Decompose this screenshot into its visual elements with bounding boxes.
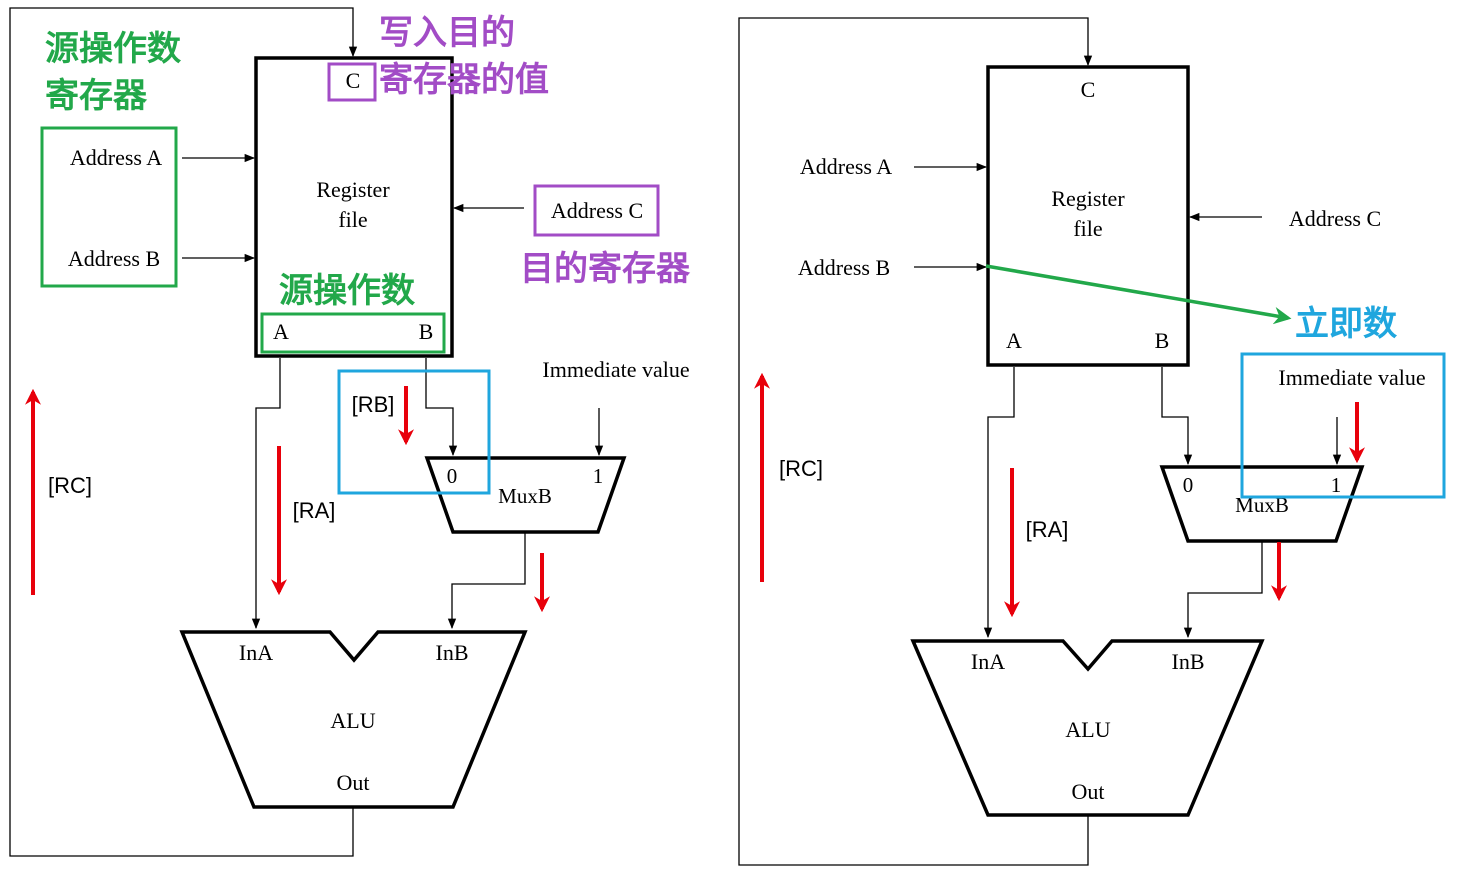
left-register-label-1: Register <box>316 177 390 202</box>
left-muxb <box>424 456 627 534</box>
left-note-src-reg-1: 源操作数 <box>45 29 181 69</box>
right-register-label-2: file <box>1073 216 1102 241</box>
left-address-a-label: Address A <box>70 145 162 170</box>
right-address-b-label: Address B <box>798 255 890 280</box>
right-diagram: C Register file A B Address A Address B … <box>738 17 1446 866</box>
left-note-src-reg-2: 寄存器 <box>45 76 148 116</box>
right-register-c-label: C <box>1081 77 1096 102</box>
right-register-label-1: Register <box>1051 186 1125 211</box>
right-note-immediate: 立即数 <box>1295 304 1397 344</box>
left-alu-out: Out <box>337 770 370 795</box>
left-note-src-operand: 源操作数 <box>279 271 415 311</box>
left-port-b-label: B <box>419 319 434 344</box>
right-rc-label: [RC] <box>779 456 823 481</box>
left-register-c-label: C <box>346 68 361 93</box>
left-note-write-1: 写入目的 <box>379 13 515 53</box>
right-mux-to-alu-wire <box>1183 542 1263 639</box>
left-address-green-box <box>40 126 178 288</box>
left-rc-label: [RC] <box>48 473 92 498</box>
right-green-arrow <box>985 264 1292 325</box>
left-immediate-label: Immediate value <box>542 357 689 382</box>
right-ra-label: [RA] <box>1026 517 1069 542</box>
left-rb-label: [RB] <box>352 392 395 417</box>
right-muxb <box>1159 465 1365 543</box>
right-mux-0: 0 <box>1183 473 1194 497</box>
left-note-dest-reg: 目的寄存器 <box>520 249 691 289</box>
left-alu-ina: InA <box>239 640 273 665</box>
right-address-c-label: Address C <box>1289 206 1381 231</box>
left-portb-to-mux-wire <box>425 358 458 457</box>
right-port-a-label: A <box>1006 328 1022 353</box>
left-address-c-purple-box <box>533 184 660 237</box>
left-mux-0: 0 <box>447 464 458 488</box>
left-address-b-label: Address B <box>68 246 160 271</box>
right-alu <box>910 639 1265 817</box>
left-alu-name: ALU <box>330 708 375 733</box>
left-address-c-label: Address C <box>551 198 643 223</box>
right-mux-1: 1 <box>1331 473 1342 497</box>
left-porta-to-alu-wire <box>251 358 281 630</box>
left-alu <box>179 630 528 809</box>
right-porta-to-alu-wire <box>983 367 1015 639</box>
left-mux-1: 1 <box>593 464 604 488</box>
left-rb-blue-box <box>337 369 491 495</box>
right-alu-out: Out <box>1072 779 1105 804</box>
right-portb-to-mux-wire <box>1161 367 1193 466</box>
left-mux-to-alu-wire <box>447 533 526 630</box>
left-mux-name: MuxB <box>498 484 552 508</box>
left-port-a-label: A <box>273 319 289 344</box>
right-writeback-wire <box>738 17 1093 866</box>
right-alu-name: ALU <box>1065 717 1110 742</box>
left-ra-label: [RA] <box>293 498 336 523</box>
left-note-write-2: 寄存器的值 <box>379 60 549 100</box>
left-c-purple-box <box>327 62 377 102</box>
left-register-file <box>254 56 454 358</box>
left-ports-green-box <box>260 312 446 354</box>
right-immediate-blue-box <box>1240 352 1446 499</box>
right-alu-ina: InA <box>971 649 1005 674</box>
left-writeback-wire <box>9 7 358 857</box>
left-diagram: C Register file A B Address A Address B … <box>9 7 691 857</box>
left-register-label-2: file <box>338 207 367 232</box>
left-alu-inb: InB <box>436 640 469 665</box>
right-immediate-label: Immediate value <box>1278 365 1425 390</box>
right-port-b-label: B <box>1155 328 1170 353</box>
right-register-file <box>986 65 1190 367</box>
right-address-a-label: Address A <box>800 154 892 179</box>
right-alu-inb: InB <box>1172 649 1205 674</box>
